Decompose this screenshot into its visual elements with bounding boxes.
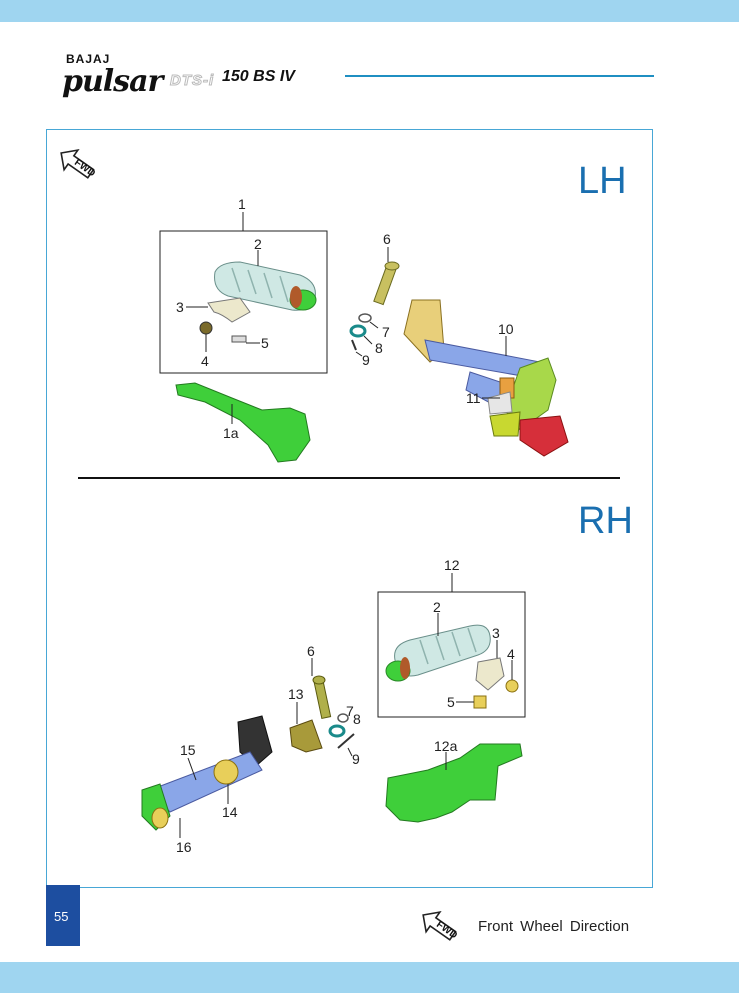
callout-rh-9: 9	[352, 751, 360, 767]
leader-15	[187, 757, 197, 781]
callout-lh-9: 9	[362, 352, 370, 368]
callout-lh-5: 5	[261, 335, 269, 351]
rh-cotter-pin	[337, 733, 355, 749]
callout-rh-12: 12	[444, 557, 460, 573]
section-title-rh: RH	[578, 500, 633, 542]
rh-oring	[328, 724, 346, 738]
top-band	[0, 0, 739, 22]
fwd-legend-icon: FWD	[422, 910, 459, 941]
rh-footrest-assembly	[141, 715, 273, 831]
callout-lh-1a: 1a	[223, 425, 239, 441]
page-number-box: 55	[46, 885, 80, 946]
lh-cotter-pin	[351, 339, 357, 351]
lh-washer	[358, 313, 372, 323]
rh-plate	[475, 657, 505, 691]
callout-rh-2: 2	[433, 599, 441, 615]
rh-nut	[505, 679, 519, 693]
callout-rh-5: 5	[447, 694, 455, 710]
lh-oring	[349, 324, 367, 338]
rh-washer	[337, 713, 349, 723]
page-number: 55	[54, 909, 69, 924]
rh-screw	[473, 695, 487, 709]
callout-lh-2: 2	[254, 236, 262, 252]
callout-rh-8: 8	[353, 711, 361, 727]
lh-pin	[373, 261, 400, 306]
section-title-lh: LH	[578, 160, 627, 202]
rh-footrest-rubber	[385, 624, 491, 682]
rh-shim	[289, 719, 323, 753]
lh-plate	[207, 297, 251, 323]
brand-script: pulsar	[62, 64, 163, 99]
callout-lh-7: 7	[382, 324, 390, 340]
rh-pin	[312, 675, 332, 720]
callout-rh-16: 16	[176, 839, 192, 855]
callout-lh-11: 11	[466, 390, 481, 406]
callout-lh-4: 4	[201, 353, 209, 369]
brand-small: BAJAJ	[66, 52, 111, 66]
bottom-band	[0, 962, 739, 993]
header-rule	[345, 75, 654, 77]
lh-footrest-assembly	[403, 299, 569, 457]
callout-rh-4: 4	[507, 646, 515, 662]
callout-rh-15: 15	[180, 742, 196, 758]
lh-holder-bracket	[175, 382, 311, 463]
fwd-legend-text: Front Wheel Direction	[478, 918, 630, 935]
callout-rh-12a: 12a	[434, 738, 458, 754]
section-divider	[78, 477, 620, 479]
callout-lh-1: 1	[238, 196, 246, 212]
brand-variant: DTS-i	[169, 72, 215, 90]
lh-nut	[199, 321, 213, 335]
lh-screw	[231, 335, 247, 343]
brand-logo: BAJAJ pulsar DTS-i 150 BS IV	[62, 52, 362, 102]
rh-holder-bracket	[385, 743, 523, 823]
callout-lh-10: 10	[498, 321, 514, 337]
callout-lh-8: 8	[375, 340, 383, 356]
callout-rh-14: 14	[222, 804, 238, 820]
callout-rh-7: 7	[346, 703, 354, 719]
callout-rh-3: 3	[492, 625, 500, 641]
callout-rh-6: 6	[307, 643, 315, 659]
callout-lh-6: 6	[383, 231, 391, 247]
callout-rh-13: 13	[288, 686, 304, 702]
fwd-arrow-icon: FWD	[60, 148, 97, 179]
model-name: 150 BS IV	[222, 68, 295, 85]
callout-lh-3: 3	[176, 299, 184, 315]
diagram-frame	[46, 129, 653, 888]
